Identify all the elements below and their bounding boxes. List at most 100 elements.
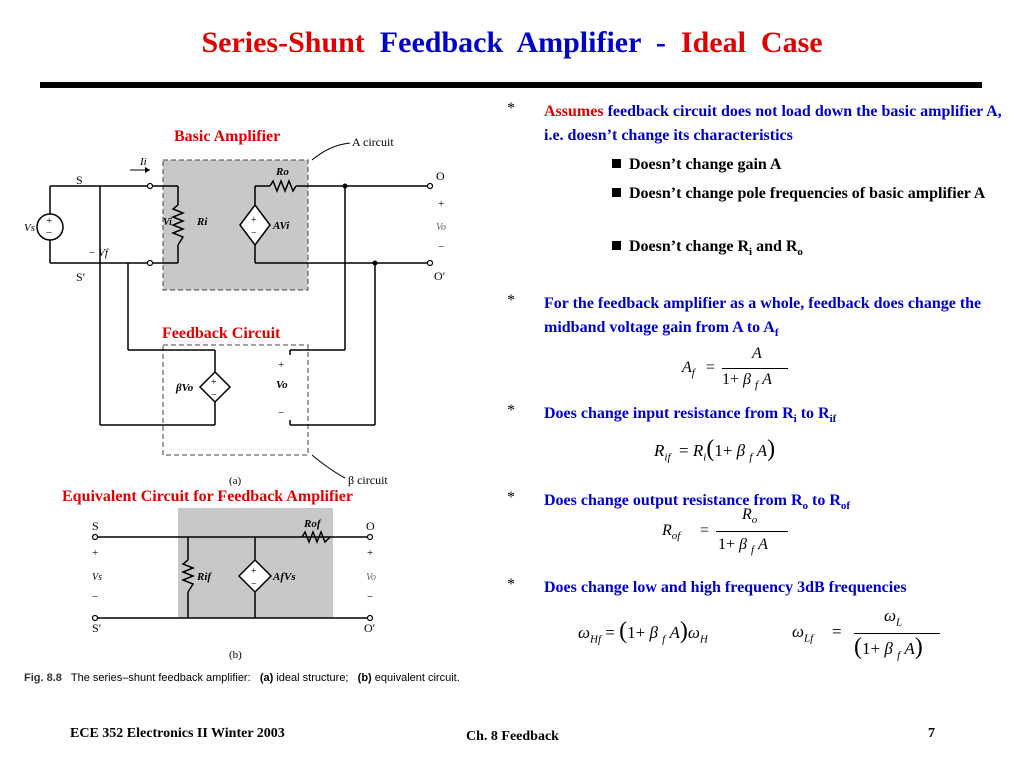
equation-omega-hf: ωHf = (1+ β f A)ωH: [578, 618, 708, 646]
label-o-b: O: [366, 519, 375, 533]
label-vs-b: Vs: [92, 572, 102, 583]
svg-text:+: +: [251, 566, 257, 577]
label-vf: − Vf: [88, 247, 110, 259]
svg-text:−: −: [46, 227, 52, 239]
svg-text:−: −: [367, 591, 373, 603]
figure-number: Fig. 8.8: [24, 672, 62, 684]
caption-basic-amplifier: Basic Amplifier: [174, 128, 281, 145]
ro-resistor: [269, 178, 297, 194]
label-ro: Ro: [275, 166, 289, 178]
bullet-4: Does change output resistance from Ro to…: [544, 489, 1014, 518]
subbullet-2: Doesn’t change pole frequencies of basic…: [612, 182, 1002, 206]
bullet-1-marker: *: [507, 100, 515, 117]
figure-part-b: (b): [357, 672, 372, 684]
footer-course: ECE 352 Electronics II Winter 2003: [70, 726, 285, 741]
label-avi: AVi: [272, 220, 290, 232]
avi-source: [239, 203, 271, 247]
caption-equivalent-circuit: Equivalent Circuit for Feedback Amplifie…: [62, 488, 353, 505]
bullet-3-text: Does change input resistance from R: [544, 405, 794, 422]
bullet-4-text: Does change output resistance from R: [544, 492, 803, 509]
subbullet-3-sub2: o: [797, 246, 803, 259]
label-vs: Vs: [24, 222, 35, 234]
bullet-5-marker: *: [507, 576, 515, 593]
label-beta-vo: βVo: [175, 382, 194, 394]
bullet-3-sub2: if: [829, 413, 837, 426]
bullet-3-marker: *: [507, 402, 515, 419]
beta-circuit-label: β circuit: [348, 473, 388, 487]
bullet-4-mid: to R: [808, 492, 841, 509]
square-bullet-icon: [612, 241, 621, 250]
bullet-2-marker: *: [507, 292, 515, 309]
figure-part-a: (a): [259, 672, 274, 684]
bullet-3-sub1: i: [793, 413, 797, 426]
beta-vo-source: [198, 370, 232, 404]
bullet-3: Does change input resistance from Ri to …: [544, 402, 1014, 431]
svg-text:−: −: [251, 228, 257, 239]
subbullet-1-text: Doesn’t change gain A: [629, 156, 782, 173]
svg-text:+: +: [251, 215, 257, 226]
title-part-1: Series-Shunt: [201, 26, 373, 59]
subbullet-3-sub1: i: [749, 246, 753, 259]
bullet-2-sub: f: [774, 327, 779, 340]
svg-text:+: +: [46, 215, 52, 227]
svg-text:+: +: [92, 547, 98, 559]
svg-text:−: −: [251, 579, 257, 590]
bullet-5: Does change low and high frequency 3dB f…: [544, 576, 1014, 600]
label-ri: Ri: [196, 216, 208, 228]
sub-label-a: (a): [229, 475, 242, 487]
bullet-3-mid: to R: [796, 405, 830, 422]
square-bullet-icon: [612, 188, 621, 197]
label-vo-output: Vo: [436, 222, 446, 233]
svg-text:+: +: [211, 377, 217, 388]
label-s-prime-b: S′: [92, 621, 102, 635]
label-o: O: [436, 169, 445, 183]
figure-caption: Fig. 8.8 The series–shunt feedback ampli…: [24, 672, 460, 684]
label-s-b: S: [92, 519, 99, 533]
subbullet-3-text: Doesn’t change R: [629, 238, 749, 255]
figure-text: The series–shunt feedback amplifier:: [70, 672, 251, 684]
subbullet-2-text: Doesn’t change pole frequencies of basic…: [629, 185, 986, 202]
caption-feedback-circuit: Feedback Circuit: [162, 325, 281, 342]
figure-part-b-text: equivalent circuit.: [374, 672, 460, 684]
subbullet-1: Doesn’t change gain A: [612, 153, 781, 177]
rif-resistor: [180, 559, 196, 593]
title-rule: [40, 82, 982, 88]
label-afvs: AfVs: [272, 571, 296, 583]
a-circuit-label: A circuit: [352, 135, 394, 149]
label-s-prime: S′: [76, 270, 86, 284]
svg-text:−: −: [211, 390, 217, 401]
svg-text:−: −: [438, 241, 444, 253]
label-s: S: [76, 173, 83, 187]
label-rif: Rif: [196, 571, 212, 583]
label-rof: Rof: [303, 518, 322, 530]
bullet-1-lead: Assumes: [544, 103, 604, 120]
figure-part-a-text: ideal structure;: [276, 672, 349, 684]
bullet-4-marker: *: [507, 489, 515, 506]
title-part-3: Ideal Case: [680, 26, 823, 59]
slide-title: Series-Shunt Feedback Amplifier - Ideal …: [0, 26, 1024, 60]
bullet-1-text: feedback circuit does not load down the …: [544, 103, 1002, 144]
beta-circuit-box: [162, 344, 309, 456]
afvs-source: [237, 558, 273, 594]
bullet-2-text: For the feedback amplifier as a whole, f…: [544, 295, 982, 336]
subbullet-3-mid: and R: [752, 238, 798, 255]
bullet-4-sub1: o: [802, 500, 809, 513]
equation-rif: Rif = Ri(1+ β f A): [654, 436, 776, 464]
svg-text:+: +: [278, 359, 284, 371]
footer-chapter: Ch. 8 Feedback: [466, 729, 559, 744]
bullet-5-text: Does change low and high frequency 3dB f…: [544, 579, 907, 596]
svg-text:−: −: [92, 591, 98, 603]
label-vo-feedback: Vo: [276, 379, 288, 391]
bullet-2: For the feedback amplifier as a whole, f…: [544, 292, 1014, 345]
bullet-4-sub2: of: [840, 500, 851, 513]
sub-label-b: (b): [229, 649, 242, 661]
footer-page-number: 7: [928, 726, 935, 741]
svg-text:+: +: [367, 547, 373, 559]
vs-source-circle: [36, 213, 64, 241]
label-ii: Ii: [139, 156, 147, 168]
square-bullet-icon: [612, 159, 621, 168]
svg-text:−: −: [278, 407, 284, 419]
label-vi: Vi: [163, 217, 172, 228]
ri-resistor: [170, 204, 186, 246]
